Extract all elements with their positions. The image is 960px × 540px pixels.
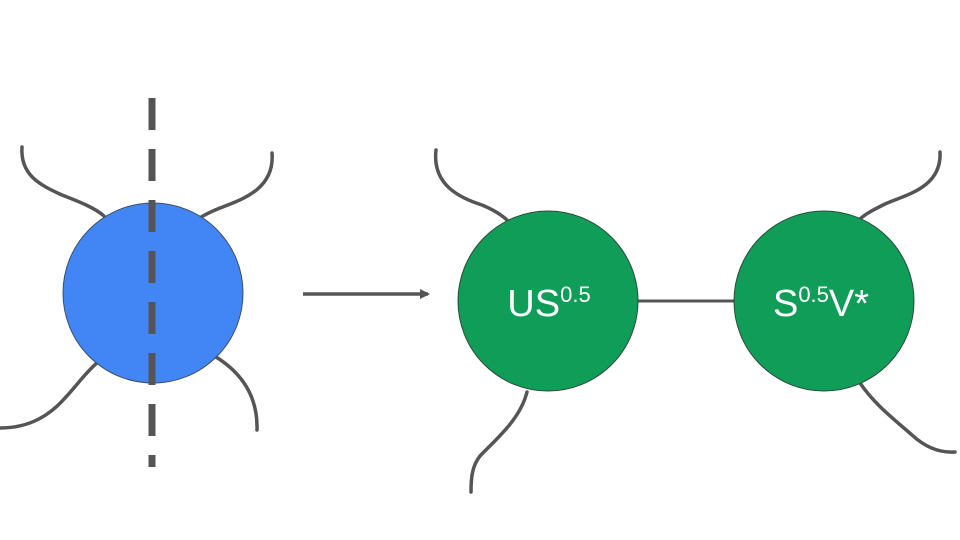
left-leg-top (433, 148, 510, 223)
source-leg-bottom-right (214, 355, 259, 432)
source-leg-bottom-left (0, 360, 100, 430)
right-leg-top (857, 150, 942, 222)
source-leg-top-left (20, 145, 106, 218)
source-leg-top-right (196, 151, 274, 221)
result-legs (433, 148, 957, 494)
left-result-node (457, 210, 639, 392)
left-leg-bottom (469, 390, 529, 494)
right-node-label: S0.5V* (773, 282, 869, 325)
right-result-node (733, 210, 915, 392)
left-node-label: US0.5 (507, 282, 590, 325)
source-legs (0, 145, 274, 432)
right-leg-bottom (858, 381, 957, 454)
